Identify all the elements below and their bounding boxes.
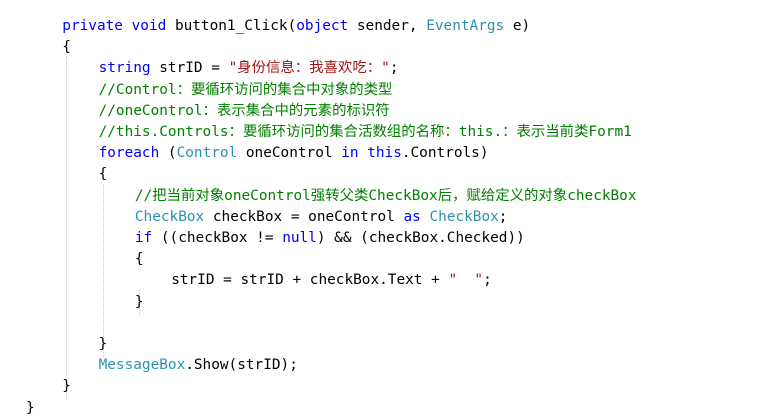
comment-token: //this.Controls：要循环访问的集合活数组的名称：this.：表示当… — [98, 124, 632, 140]
code-line[interactable]: } — [99, 334, 108, 355]
type-name-token: EventArgs — [426, 18, 505, 34]
code-line[interactable]: CheckBox checkBox = oneControl as CheckB… — [135, 207, 508, 228]
code-text-token: strID = strID + checkBox.Text + — [171, 272, 449, 289]
keyword-token: this — [367, 145, 402, 162]
code-line[interactable]: MessageBox.Show(strID); — [99, 355, 298, 376]
code-text-token: ; — [483, 272, 492, 289]
type-name-token: Control — [176, 145, 238, 162]
code-line[interactable]: if ((checkBox != null) && (checkBox.Chec… — [135, 228, 525, 249]
keyword-token: if — [134, 230, 153, 246]
code-text-token: checkBox = oneControl — [204, 208, 404, 225]
keyword-token: null — [282, 230, 317, 246]
code-line[interactable]: } — [26, 398, 35, 419]
keyword-token: in — [341, 145, 359, 162]
code-text-token: } — [26, 399, 35, 416]
string-literal-token: "身份信息：我喜欢吃：" — [228, 60, 390, 77]
code-line[interactable]: //this.Controls：要循环访问的集合活数组的名称：this.：表示当… — [99, 122, 632, 143]
code-text-token — [359, 145, 368, 161]
code-line[interactable]: strID = strID + checkBox.Text + " "; — [171, 270, 492, 291]
keyword-token: foreach — [98, 145, 160, 162]
code-line[interactable]: { — [99, 164, 108, 185]
string-literal-token: " " — [448, 272, 484, 289]
type-name-token: CheckBox — [429, 208, 499, 225]
code-text-token: } — [62, 378, 71, 395]
code-text-token: .Controls) — [401, 145, 489, 162]
code-text-token: ((checkBox != — [152, 230, 283, 246]
code-text-token: { — [98, 166, 108, 183]
keyword-token: as — [403, 208, 421, 225]
code-line[interactable]: //把当前对象oneControl强转父类CheckBox后，赋给定义的对象ch… — [135, 186, 637, 207]
code-line[interactable]: { — [62, 37, 71, 58]
code-line[interactable]: } — [135, 292, 144, 313]
comment-token: //oneControl：表示集合中的元素的标识符 — [98, 102, 390, 119]
indent-guide — [102, 183, 104, 358]
comment-token: //Control：要循环访问的集合中对象的类型 — [98, 81, 393, 98]
code-line[interactable]: string strID = "身份信息：我喜欢吃："; — [99, 58, 399, 79]
code-text-token: } — [134, 293, 144, 310]
code-text-token: ; — [498, 208, 508, 225]
indent-guide — [66, 56, 68, 400]
keyword-token: object — [296, 18, 349, 34]
code-line[interactable]: //oneControl：表示集合中的元素的标识符 — [99, 101, 390, 122]
code-text-token — [123, 18, 132, 34]
code-text-token: } — [98, 336, 108, 352]
code-text-token: ) && (checkBox.Checked)) — [316, 230, 525, 246]
code-text-token: { — [134, 251, 144, 268]
code-text-token: button1_Click( — [166, 18, 297, 34]
code-text-token: strID = — [150, 60, 229, 77]
keyword-token: private — [62, 18, 123, 34]
comment-token: //把当前对象oneControl强转父类CheckBox后，赋给定义的对象ch… — [134, 187, 637, 204]
code-text-token: e) — [504, 18, 531, 34]
keyword-token: void — [131, 18, 167, 34]
code-text-token: { — [62, 39, 71, 56]
indent-guide — [138, 289, 140, 315]
code-line[interactable]: private void button1_Click(object sender… — [62, 16, 530, 37]
code-line[interactable]: foreach (Control oneControl in this.Cont… — [99, 143, 489, 164]
type-name-token: CheckBox — [134, 208, 205, 225]
code-text-token: oneControl — [237, 145, 342, 162]
code-text-token: ( — [159, 145, 177, 162]
code-text-token: ; — [389, 60, 399, 77]
code-line[interactable]: //Control：要循环访问的集合中对象的类型 — [99, 80, 393, 101]
code-text-token: .Show(strID); — [185, 357, 298, 374]
code-text-token: sender, — [348, 18, 427, 34]
code-line[interactable]: } — [62, 376, 71, 397]
keyword-token: string — [98, 60, 151, 77]
type-name-token: MessageBox — [98, 357, 186, 374]
code-line[interactable]: { — [135, 249, 144, 270]
